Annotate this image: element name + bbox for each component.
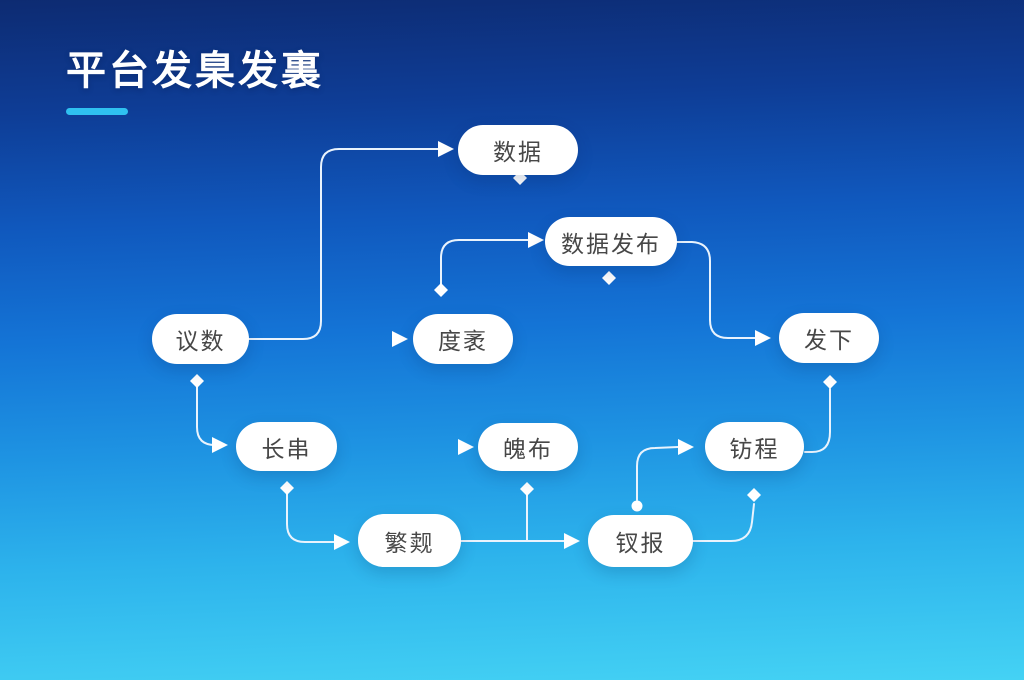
slide-header: 平台发臬发裏	[66, 38, 324, 115]
arrowhead-into-fanzi	[334, 534, 350, 550]
diamond-below-shujufabu	[602, 271, 616, 285]
connector-faxia-to-fangcheng	[804, 388, 831, 453]
node-label: 钗报	[615, 530, 666, 556]
connector-changchuan-to-fanzi	[286, 493, 335, 543]
connector-chaibao-to-fangcheng-diamond	[692, 503, 755, 542]
node-label: 钫程	[729, 435, 780, 462]
arrowhead-into-dubiao	[392, 331, 408, 347]
flow-node-faxia[interactable]: 发下	[779, 313, 879, 363]
page-title: 平台发臬发裏	[66, 49, 324, 93]
flow-node-changchuan[interactable]: 长串	[236, 422, 337, 471]
node-label: 数据	[493, 139, 543, 165]
arrowhead-into-fangcheng	[678, 439, 694, 455]
node-label: 议数	[175, 328, 226, 354]
connector-chaibao-to-fangcheng	[636, 446, 679, 501]
node-label: 繁觌	[384, 529, 435, 556]
node-label: 发下	[804, 327, 854, 353]
diamond-below-yishu	[190, 374, 204, 388]
arrowhead-into-chaibao	[564, 533, 580, 549]
arrowhead-into-pobu	[458, 439, 474, 455]
flow-node-dubiao[interactable]: 度袤	[413, 314, 513, 364]
connector-shujufabu-to-faxia	[676, 241, 756, 339]
dot-above-chaibao	[631, 500, 643, 512]
flow-node-pobu[interactable]: 魄布	[478, 423, 578, 471]
flow-node-yishu[interactable]: 议数	[152, 314, 249, 364]
connector-yishu-to-changchuan	[196, 386, 216, 446]
flow-node-shujufabu[interactable]: 数据发布	[545, 217, 677, 266]
connector-dubiao-to-shujufabu	[440, 239, 529, 285]
flow-node-chaibao[interactable]: 钗报	[588, 515, 693, 567]
node-label: 魄布	[503, 436, 553, 462]
flow-node-shuju[interactable]: 数据	[458, 125, 578, 175]
title-underline	[66, 108, 128, 115]
diamond-above-dubiao	[434, 283, 448, 297]
node-label: 度袤	[438, 328, 488, 354]
node-label: 数据发布	[561, 230, 661, 257]
node-label: 长串	[261, 435, 312, 462]
flow-node-fangcheng[interactable]: 钫程	[705, 422, 804, 471]
arrowhead-into-faxia	[755, 330, 771, 346]
connector-yishu-to-shuju	[248, 148, 439, 340]
diamond-below-fangcheng	[747, 488, 761, 502]
diamond-below-faxia	[823, 375, 837, 389]
diamond-below-pobu	[520, 482, 534, 496]
flow-node-fanzi[interactable]: 繁觌	[358, 514, 461, 567]
diamond-below-changchuan	[280, 481, 294, 495]
arrowhead-into-shujufabu	[528, 232, 544, 248]
arrowhead-into-shuju	[438, 141, 454, 157]
arrowhead-into-changchuan	[212, 437, 228, 453]
